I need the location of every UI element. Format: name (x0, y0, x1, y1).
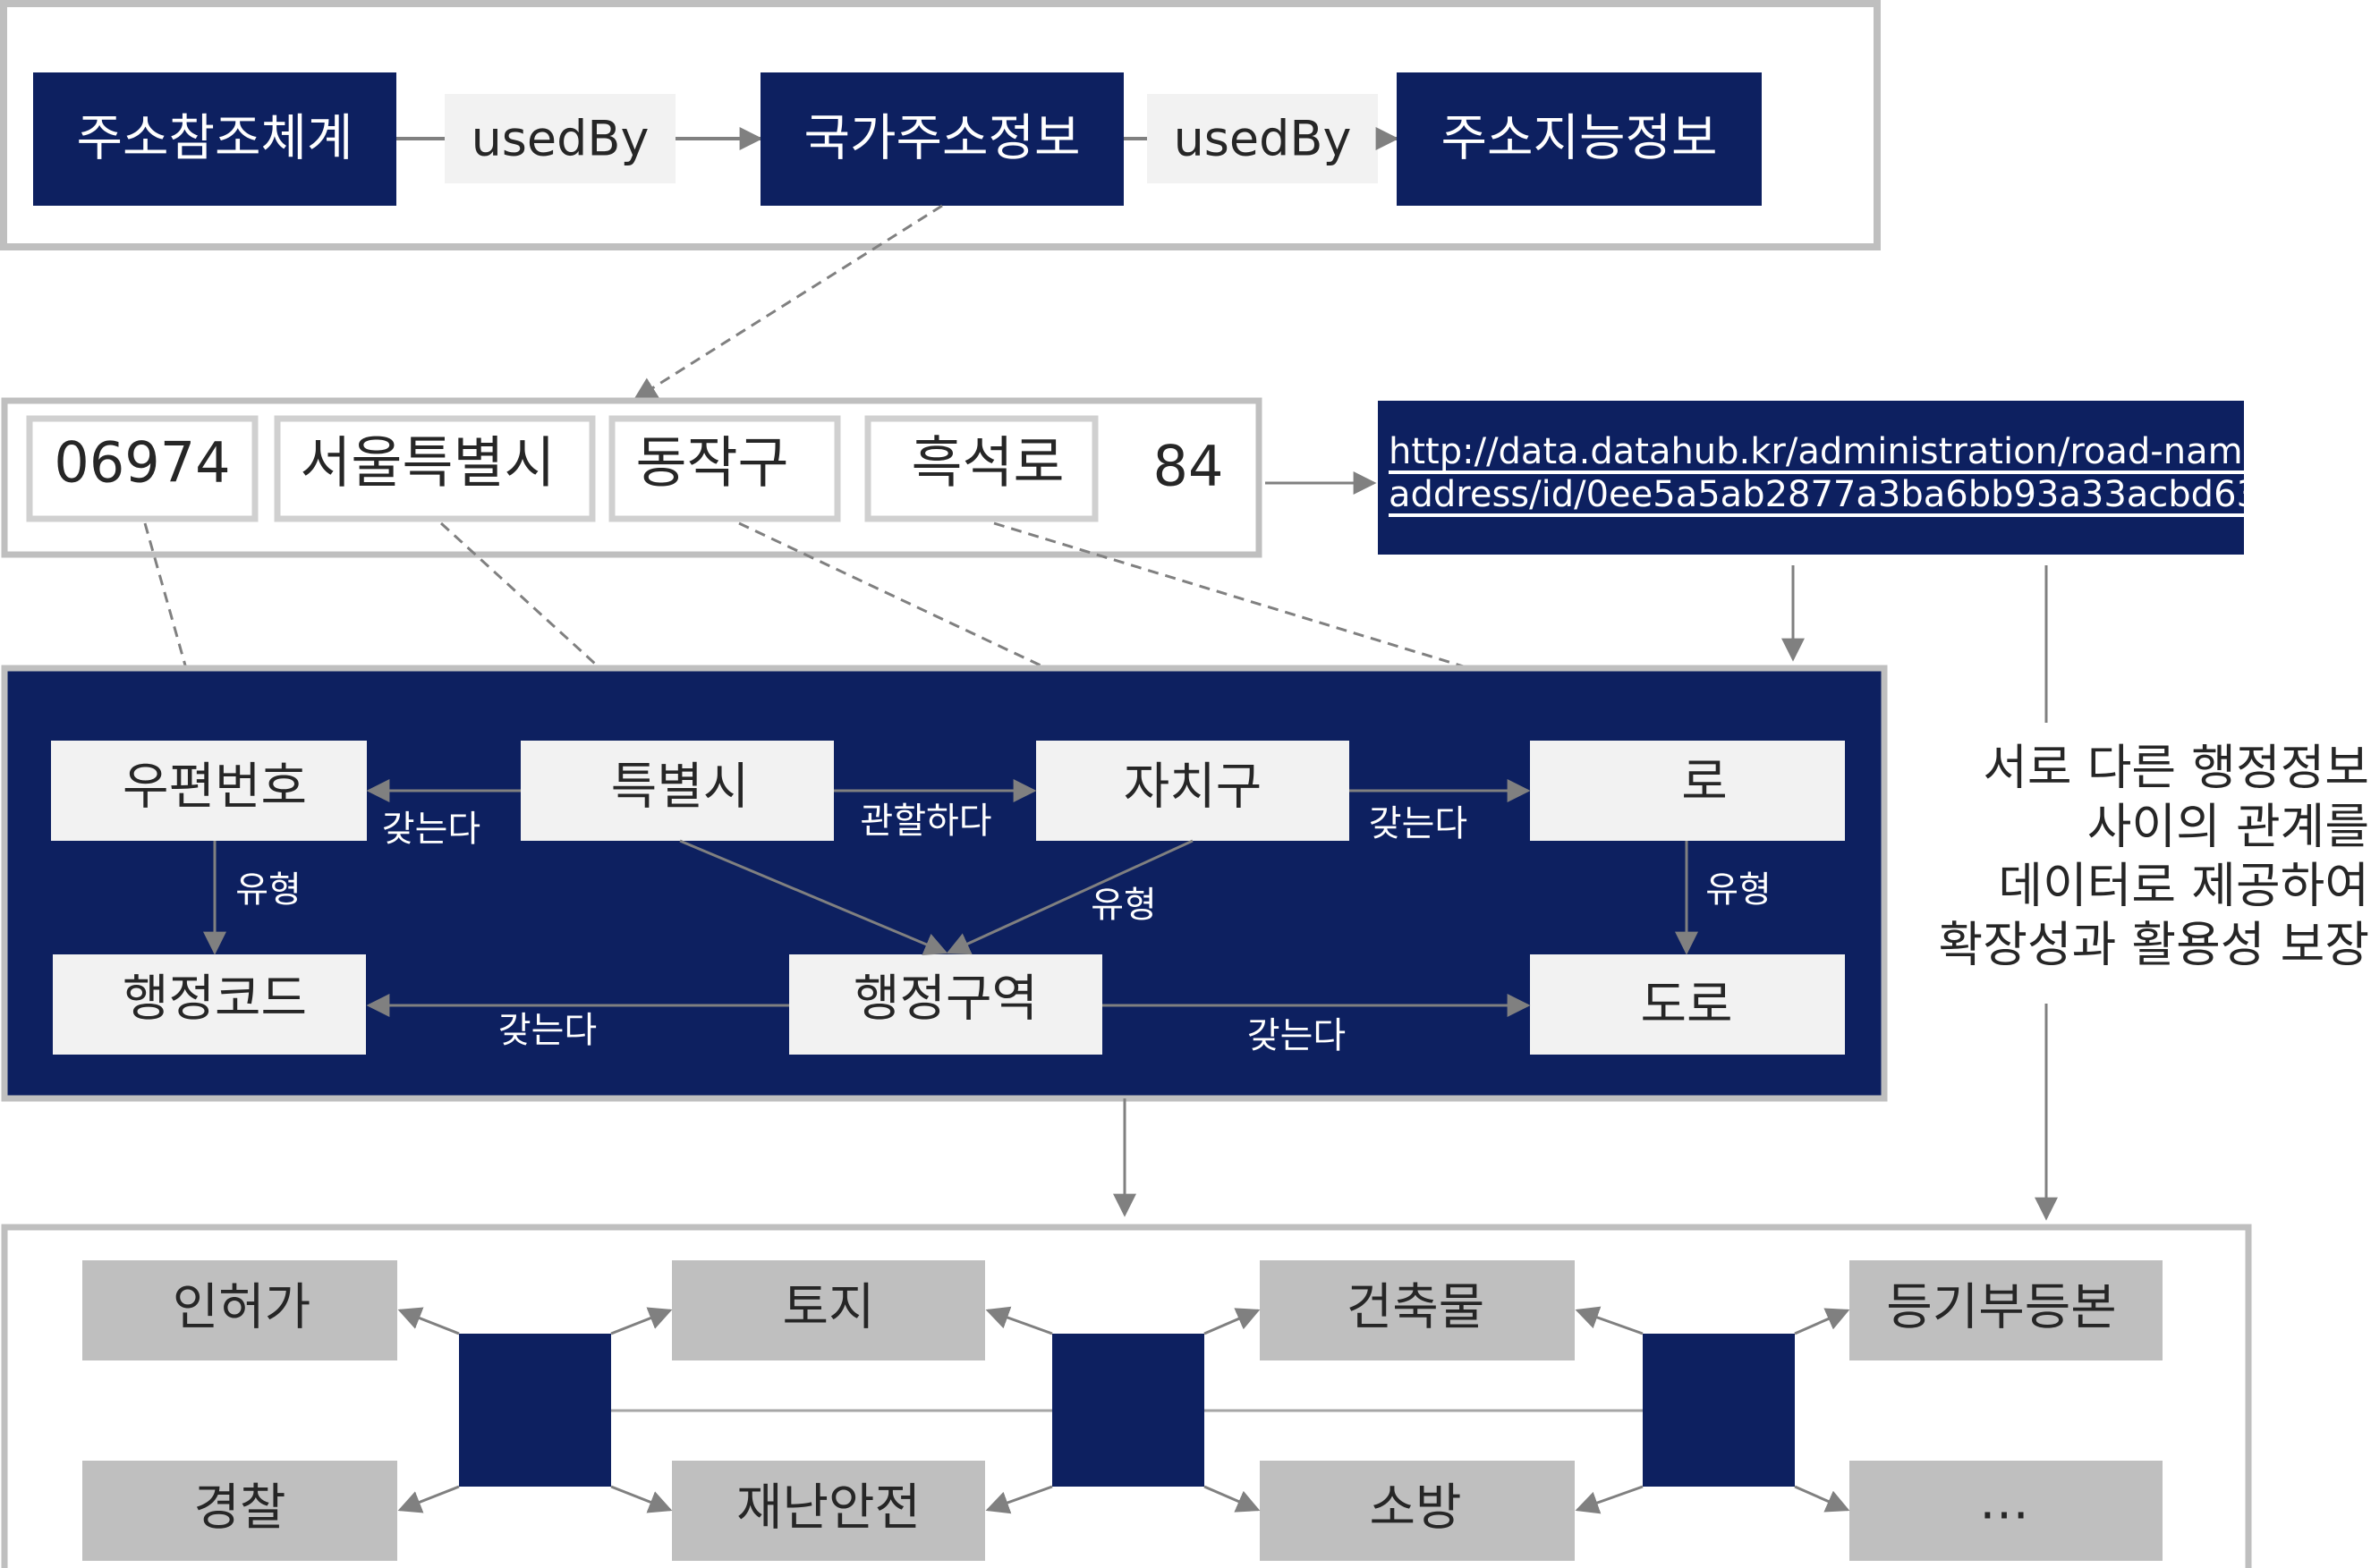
admin-node-postal: 우편번호 (123, 759, 307, 817)
address-box-district (608, 415, 841, 522)
admin-node-special-city-box (521, 741, 834, 841)
uri-link-line1[interactable]: http://data.datahub.kr/administration/ro… (1389, 431, 2278, 472)
edge-district-to-area (946, 839, 1194, 955)
edge-special-city-to-area (679, 839, 948, 955)
ontology-node-address-reference-box (33, 72, 396, 206)
service-box-police (82, 1461, 397, 1561)
ontology-node-address-intelligence: 주소지능정보 (1440, 110, 1717, 168)
spoke-arrow (610, 1307, 673, 1335)
admin-node-admin-code: 행정코드 (123, 970, 307, 1029)
admin-node-ro: 로 (1681, 754, 1728, 812)
spoke-arrow (397, 1485, 460, 1513)
ontology-node-address-intelligence-box (1397, 72, 1762, 206)
spoke-arrow (1794, 1308, 1850, 1335)
service-fire: 소방 (1369, 1479, 1461, 1538)
service-box-fire (1260, 1461, 1575, 1561)
note-line-1: 서로 다른 행정정보 (1983, 740, 2369, 796)
spoke-arrow (1203, 1485, 1261, 1513)
admin-node-admin-area-box (789, 954, 1102, 1055)
spoke-arrow (1575, 1485, 1644, 1514)
address-box-city (274, 415, 596, 522)
edge-label-box (1147, 94, 1378, 183)
address-city: 서울특별시 (300, 430, 555, 496)
address-box-postal (26, 415, 259, 522)
hub-3 (1643, 1334, 1795, 1487)
service-box-disaster (672, 1461, 985, 1561)
edge-label-has: 갖는다 (1369, 803, 1467, 844)
dashed-link (633, 204, 943, 401)
edge-label-type: 유형 (1705, 869, 1772, 911)
admin-node-ro-box (1530, 741, 1845, 841)
note-line-4: 확장성과 활용성 보장 (1939, 917, 2369, 973)
admin-node-admin-code-box (53, 954, 366, 1055)
spoke-arrow (1575, 1306, 1644, 1335)
service-building: 건축물 (1347, 1279, 1485, 1337)
service-disaster: 재난안전 (736, 1479, 921, 1538)
service-land: 토지 (782, 1279, 874, 1337)
service-box-registry (1849, 1260, 2163, 1360)
edge-label-usedby-1: usedBy (472, 111, 650, 167)
service-box-building (1260, 1260, 1575, 1360)
address-road: 흑석로 (911, 430, 1064, 496)
admin-node-road-box (1530, 954, 1845, 1055)
service-box-land (672, 1260, 985, 1360)
admin-node-autonomous-district-box (1036, 741, 1349, 841)
edge-label-governs: 관할하다 (860, 801, 991, 842)
uri-box (1378, 401, 2244, 555)
service-box-permit (82, 1260, 397, 1360)
edge-label-box (445, 94, 676, 183)
address-postal-code: 06974 (54, 430, 230, 496)
address-district: 동작구 (635, 430, 788, 496)
address-box-road (864, 415, 1099, 522)
service-more: … (1979, 1473, 2029, 1531)
spoke-arrow (985, 1306, 1053, 1335)
service-box-more (1849, 1461, 2163, 1561)
edge-label-type: 유형 (235, 869, 302, 911)
note-line-3: 데이터로 제공하여 (1998, 858, 2369, 914)
service-permit: 인허가 (173, 1279, 311, 1337)
edge-label-usedby-2: usedBy (1174, 111, 1352, 167)
ontology-node-national-address: 국가주소정보 (803, 110, 1080, 168)
admin-node-road: 도로 (1640, 977, 1732, 1035)
admin-node-special-city: 특별시 (611, 759, 750, 817)
hub-2 (1052, 1334, 1204, 1487)
admin-node-autonomous-district: 자치구 (1124, 759, 1262, 817)
edge-label-has: 갖는다 (498, 1010, 597, 1051)
service-police: 경찰 (193, 1479, 285, 1538)
service-registry: 등기부등본 (1886, 1279, 2117, 1337)
spoke-arrow (610, 1485, 673, 1513)
note-line-2: 사이의 관계를 (2087, 799, 2369, 855)
hub-1 (459, 1334, 611, 1487)
spoke-arrow (985, 1485, 1053, 1514)
uri-link-line2[interactable]: address/id/0ee5a5ab2877a3ba6bb93a33acbd6… (1389, 474, 2304, 515)
spoke-arrow (1203, 1308, 1261, 1335)
address-number: 84 (1153, 434, 1224, 499)
spoke-arrow (1794, 1485, 1850, 1513)
admin-node-admin-area: 행정구역 (854, 970, 1038, 1029)
admin-node-postal-box (51, 741, 367, 841)
spoke-arrow (397, 1307, 460, 1335)
edge-label-type: 유형 (1091, 885, 1157, 926)
edge-label-has: 갖는다 (1247, 1015, 1346, 1056)
edge-label-has: 갖는다 (382, 809, 480, 850)
ontology-node-national-address-box (761, 72, 1124, 206)
ontology-node-address-reference: 주소참조체계 (76, 110, 353, 168)
